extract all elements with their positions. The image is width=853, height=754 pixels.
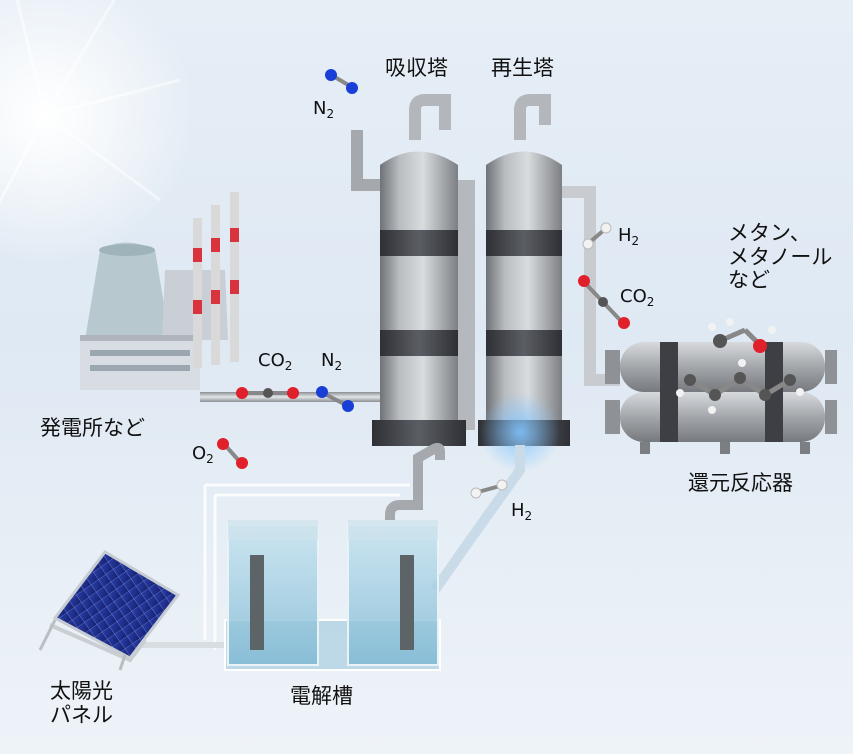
sun-glow (0, 0, 195, 265)
reduction-reactor (605, 342, 837, 454)
molecule-co2-right (578, 275, 630, 329)
regenerator-label: 再生塔 (491, 56, 554, 80)
solar-label-line2: パネル (50, 702, 113, 727)
chem-h2-top: H2 (618, 225, 640, 248)
electrolyzer-pipes (135, 442, 525, 650)
chem-n2-top: N2 (313, 98, 335, 121)
chem-co2-right: CO2 (620, 286, 655, 309)
molecule-co2-left (236, 387, 299, 399)
solar-panel (38, 550, 181, 671)
molecule-n2-left (316, 386, 354, 412)
products-label-line1: メタン、 (728, 221, 811, 245)
electrolyzer-label: 電解槽 (290, 684, 353, 708)
power-plant-illustration (80, 192, 239, 390)
chem-co2-left: CO2 (258, 350, 293, 373)
molecule-h2-top (582, 222, 612, 250)
molecule-chain (676, 359, 804, 414)
products-label-line3: など (728, 268, 770, 293)
absorber-tower (372, 151, 466, 446)
molecule-o2 (217, 438, 248, 469)
molecule-n2-top (325, 69, 358, 94)
products-label: メタン、 メタノール など (728, 221, 833, 293)
power-plant-label: 発電所など (40, 416, 145, 440)
chem-n2-left: N2 (321, 350, 343, 373)
solar-panel-label: 太陽光 パネル (50, 679, 113, 727)
chem-h2-bottom: H2 (511, 500, 533, 523)
molecule-h2-bottom (470, 479, 508, 499)
hydrogen-glow (480, 392, 560, 472)
electrolyzer-tank (224, 520, 441, 671)
molecule-methanol (708, 318, 776, 353)
chem-o2: O2 (192, 443, 214, 466)
solar-label-line1: 太陽光 (50, 679, 113, 703)
products-label-line2: メタノール (728, 244, 833, 269)
reactor-label: 還元反応器 (688, 471, 793, 495)
absorber-label: 吸収塔 (385, 56, 448, 80)
